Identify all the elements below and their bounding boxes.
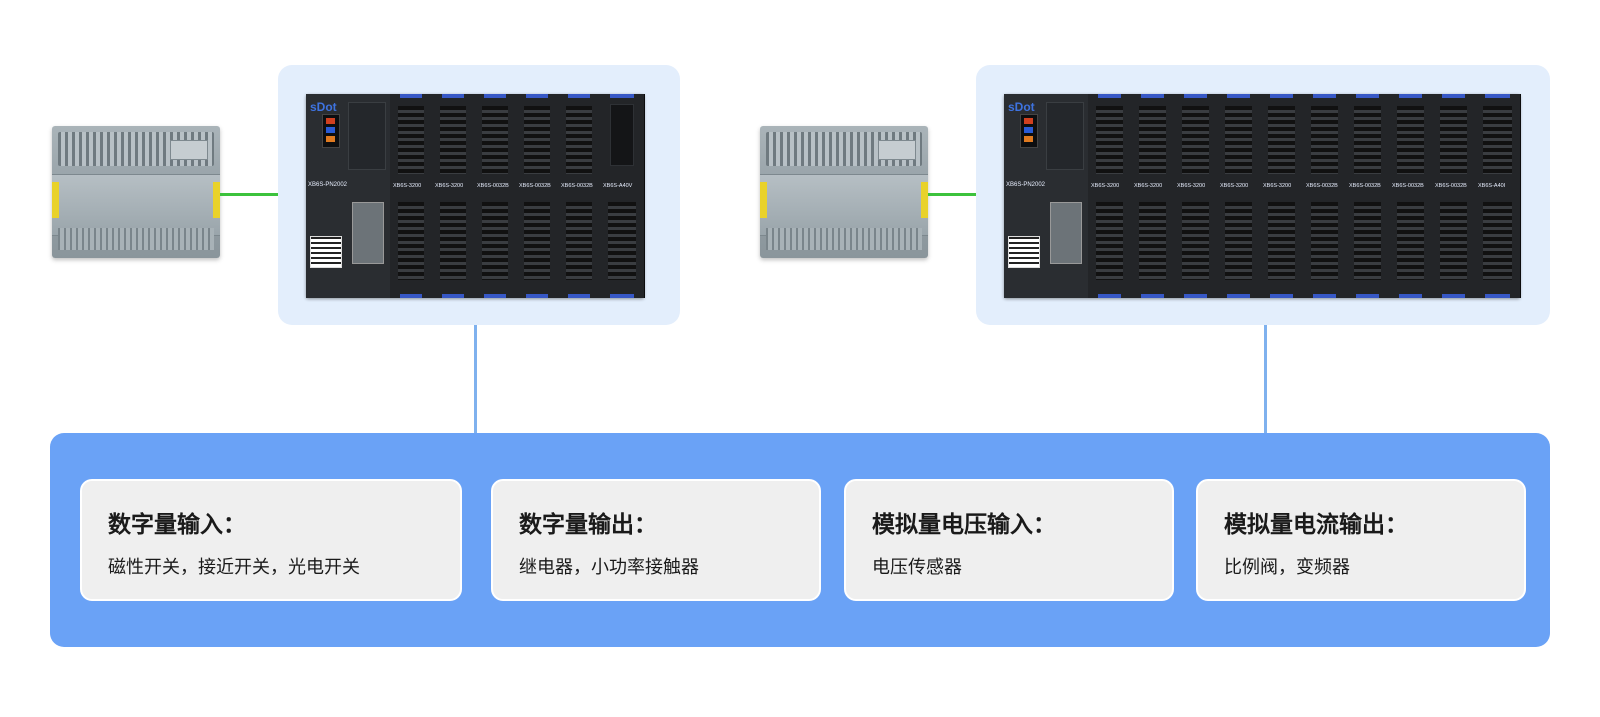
- module-label: XB6S-3200: [1134, 183, 1163, 189]
- coupler-adapter: sDot XB6S-PN2002: [1004, 94, 1089, 298]
- module-label: XB6S-3200: [1263, 183, 1292, 189]
- plc-brand-plate: [170, 140, 208, 160]
- category-title: 模拟量电流输出：: [1224, 512, 1408, 538]
- category-card-digital-output: 数字量输出： 继电器，小功率接触器: [491, 479, 821, 601]
- io-module: XB6S-A40I: [1475, 94, 1521, 298]
- category-title: 模拟量电压输入：: [872, 512, 1056, 538]
- coupler-cover: [1046, 102, 1084, 170]
- plc-latch: [760, 182, 767, 218]
- io-module: XB6S-0032B: [516, 94, 559, 298]
- category-title: 数字量输入：: [108, 512, 246, 538]
- module-label: XB6S-3200: [1177, 183, 1206, 189]
- category-title: 数字量输出：: [519, 512, 657, 538]
- category-card-analog-voltage-input: 模拟量电压输入： 电压传感器: [844, 479, 1174, 601]
- plc-cpu-right: [760, 126, 928, 258]
- category-description: 磁性开关，接近开关，光电开关: [108, 557, 360, 578]
- ethernet-port: [1050, 202, 1082, 264]
- connector-line: [1264, 325, 1267, 433]
- brand-logo: sDot: [310, 100, 337, 114]
- io-module: XB6S-0032B: [558, 94, 601, 298]
- power-connector: [322, 114, 340, 148]
- module-label: XB6S-3200: [435, 183, 464, 189]
- module-label: XB6S-3200: [1220, 183, 1249, 189]
- module-label: XB6S-0032B: [519, 183, 551, 189]
- plc-brand-plate: [878, 140, 916, 160]
- module-label: XB6S-3200: [1091, 183, 1120, 189]
- module-label: XB6S-0032B: [1349, 183, 1381, 189]
- io-module: XB6S-0032B: [1346, 94, 1390, 298]
- category-card-digital-input: 数字量输入： 磁性开关，接近开关，光电开关: [80, 479, 462, 601]
- io-module: XB6S-3200: [432, 94, 475, 298]
- io-module: XB6S-3200: [1174, 94, 1218, 298]
- plc-io-terminals: [766, 228, 922, 250]
- coupler-adapter: sDot XB6S-PN2002: [306, 94, 391, 298]
- signal-category-strip: 数字量输入： 磁性开关，接近开关，光电开关 数字量输出： 继电器，小功率接触器 …: [50, 433, 1550, 647]
- plc-latch: [921, 182, 928, 218]
- coupler-model-label: XB6S-PN2002: [308, 182, 348, 188]
- category-description: 比例阀，变频器: [1224, 557, 1350, 578]
- coupler-cover: [348, 102, 386, 170]
- plc-latch: [213, 182, 220, 218]
- module-label: XB6S-0032B: [1392, 183, 1424, 189]
- category-description: 继电器，小功率接触器: [519, 557, 699, 578]
- plc-front-cover: [52, 174, 220, 236]
- category-card-analog-current-output: 模拟量电流输出： 比例阀，变频器: [1196, 479, 1526, 601]
- io-module: XB6S-0032B: [1389, 94, 1433, 298]
- module-label: XB6S-0032B: [561, 183, 593, 189]
- module-label: XB6S-3200: [393, 183, 422, 189]
- io-module: XB6S-3200: [1088, 94, 1132, 298]
- io-rack-right: sDot XB6S-PN2002 XB6S-3200 XB6S-3200 XB6…: [1004, 94, 1521, 298]
- ethernet-link: [220, 193, 302, 196]
- category-description: 电压传感器: [872, 557, 962, 578]
- plc-front-cover: [760, 174, 928, 236]
- ethernet-link: [928, 193, 1006, 196]
- module-label: XB6S-A40V: [603, 183, 633, 189]
- io-module: XB6S-3200: [1260, 94, 1304, 298]
- plc-cpu-left: [52, 126, 220, 258]
- module-label: XB6S-0032B: [1435, 183, 1467, 189]
- power-connector: [1020, 114, 1038, 148]
- qr-code: [1008, 236, 1040, 268]
- brand-logo: sDot: [1008, 100, 1035, 114]
- ethernet-port: [352, 202, 384, 264]
- io-module-analog: XB6S-A40V: [600, 94, 645, 298]
- module-label: XB6S-0032B: [477, 183, 509, 189]
- module-label: XB6S-0032B: [1306, 183, 1338, 189]
- io-module: XB6S-0032B: [1432, 94, 1476, 298]
- qr-code: [310, 236, 342, 268]
- coupler-model-label: XB6S-PN2002: [1006, 182, 1046, 188]
- plc-latch: [52, 182, 59, 218]
- io-rack-left: sDot XB6S-PN2002 XB6S-3200 XB6S-3200 XB6…: [306, 94, 645, 298]
- io-module: XB6S-3200: [390, 94, 433, 298]
- io-module: XB6S-3200: [1217, 94, 1261, 298]
- connector-line: [474, 325, 477, 433]
- plc-io-terminals: [58, 228, 214, 250]
- io-module: XB6S-0032B: [474, 94, 517, 298]
- io-module: XB6S-0032B: [1303, 94, 1347, 298]
- module-label: XB6S-A40I: [1478, 183, 1506, 189]
- io-module: XB6S-3200: [1131, 94, 1175, 298]
